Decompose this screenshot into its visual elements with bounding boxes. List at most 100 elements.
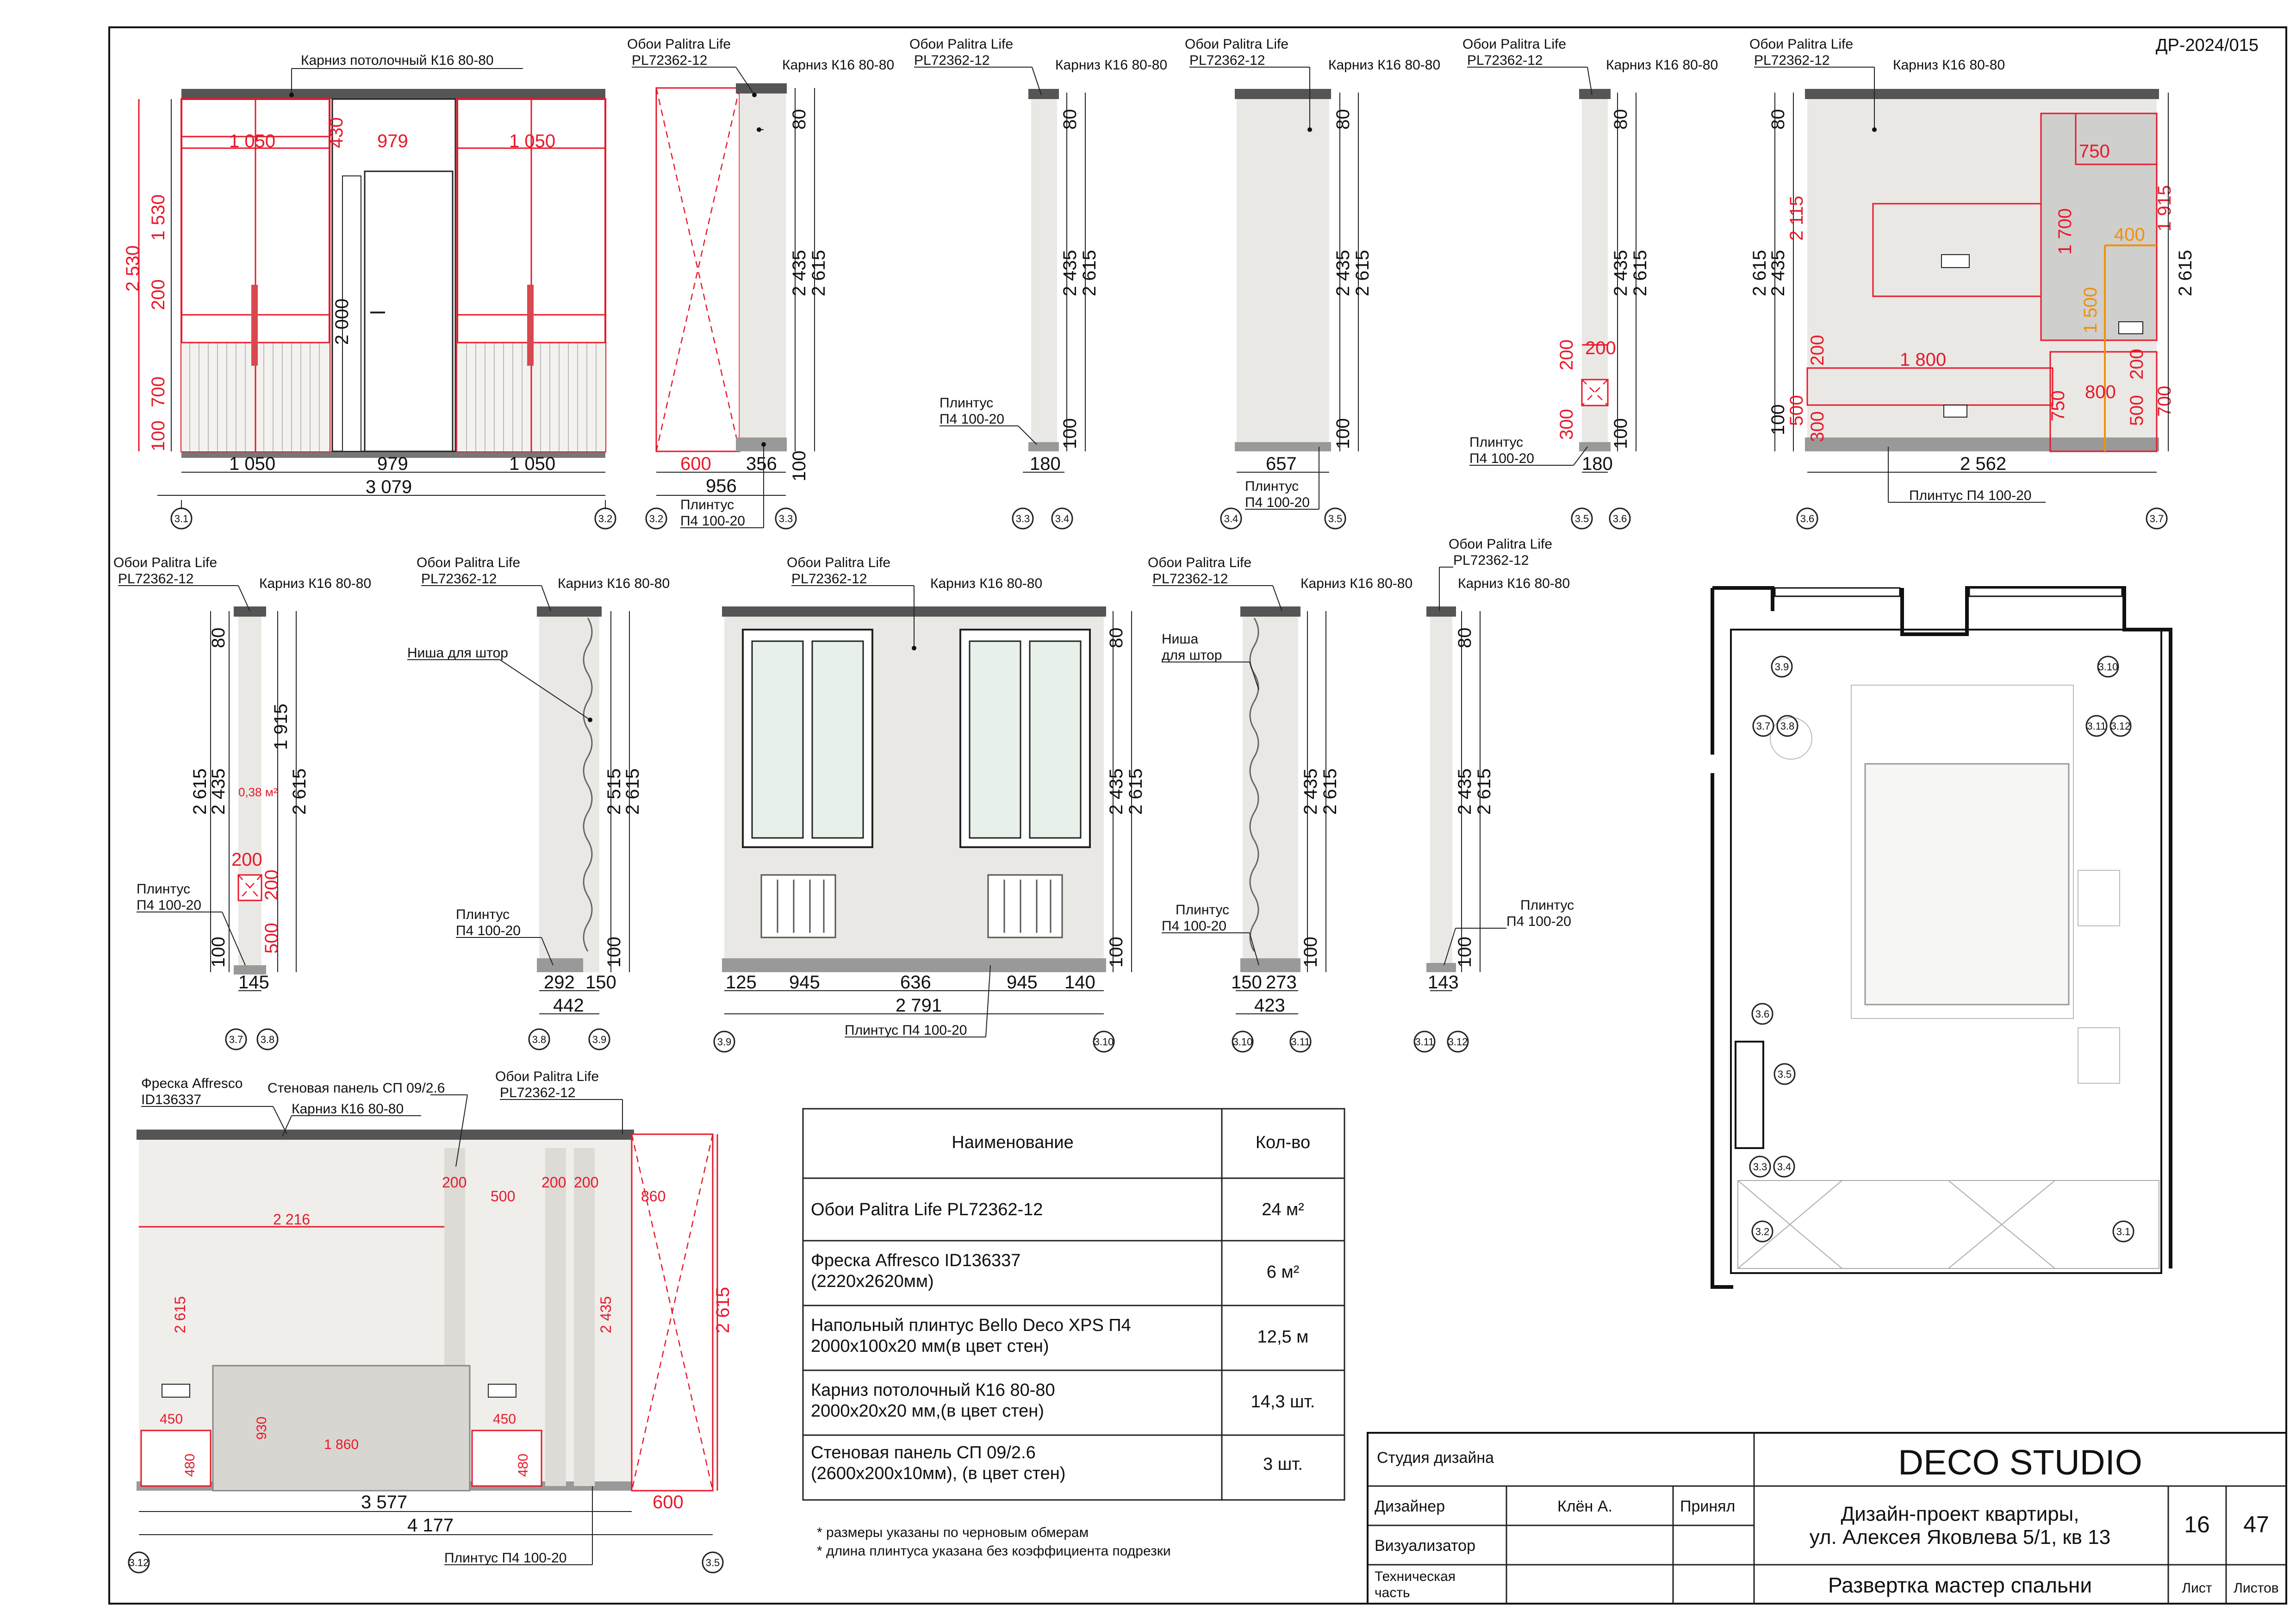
dim-12-480-b: 480 <box>516 1454 531 1477</box>
elevation-3-2-3-3: Обои Palitra Life PL72362-12 Карниз К16 … <box>627 37 894 530</box>
elevation-3-7-3-8: Обои Palitra Life PL72362-12 Карниз К16 … <box>113 555 371 1050</box>
dim-7-200-h: 200 <box>231 849 262 870</box>
label-wallpaper-2a: Обои Palitra Life <box>627 37 731 52</box>
label-cornice: Карниз потолочный К16 80-80 <box>301 53 494 68</box>
label-plinth-11b: П4 100-20 <box>1506 914 1571 929</box>
designer-name: Клён А. <box>1557 1498 1612 1515</box>
table-row-1-name: Обои Palitra Life PL72362-12 <box>811 1200 1043 1219</box>
label-wallpaper-11a: Обои Palitra Life <box>1449 537 1552 552</box>
dim-700: 700 <box>148 376 168 407</box>
dim-12-600: 600 <box>653 1492 684 1512</box>
dim-8-2515: 2 515 <box>604 768 624 815</box>
label-niche-10b: для штор <box>1162 648 1222 663</box>
table-row-3-name-2: 2000x100x20 мм(в цвет стен) <box>811 1337 1049 1356</box>
sheets-label: Листов <box>2234 1580 2278 1596</box>
label-niche-8: Ниша для штор <box>407 645 508 661</box>
dim-10-423: 423 <box>1254 995 1285 1016</box>
dim-11-2615: 2 615 <box>1474 768 1494 815</box>
label-wallpaper-10a: Обои Palitra Life <box>1148 555 1251 570</box>
label-panel: Стеновая панель СП 09/2.6 <box>268 1081 445 1096</box>
axis-3-10: 3.10 <box>1094 1036 1114 1048</box>
dim-5-2615: 2 615 <box>1630 250 1650 296</box>
dim-6-500-b: 500 <box>2127 395 2147 426</box>
axis-3-12: 3.12 <box>1448 1036 1468 1048</box>
dim-9-2791: 2 791 <box>896 995 942 1016</box>
curtain-niche <box>583 618 593 952</box>
table-row-3-name-1: Напольный плинтус Bello Deco XPS П4 <box>811 1316 1131 1335</box>
dim-11-100: 100 <box>1455 937 1475 968</box>
label-plinth-2b: П4 100-20 <box>680 513 745 529</box>
socket-right <box>488 1384 516 1398</box>
axis-3-4: 3.4 <box>1055 513 1070 525</box>
title-block: Студия дизайна DECO STUDIO Дизайнер Клён… <box>1367 1432 2287 1605</box>
tech-label-2: часть <box>1375 1585 1410 1600</box>
table-row-2-qty: 6 м² <box>1267 1262 1299 1282</box>
dim-5-300: 300 <box>1556 409 1577 440</box>
plan-axis-3-12: 3.12 <box>2111 720 2131 732</box>
dim-12-200-c: 200 <box>574 1174 598 1191</box>
dim-2-356: 356 <box>746 454 777 474</box>
dim-2-956: 956 <box>706 476 737 496</box>
label-wallpaper-9b: PL72362-12 <box>791 571 867 587</box>
label-plinth-4b: П4 100-20 <box>1245 495 1310 510</box>
table-header-qty: Кол-во <box>1256 1133 1310 1152</box>
label-cornice-5: Карниз К16 80-80 <box>1606 57 1718 73</box>
plan-axis-3-11: 3.11 <box>2087 720 2106 732</box>
dim-10-150: 150 <box>1231 972 1262 993</box>
elevation-3-3-3-4: Обои Palitra Life PL72362-12 Карниз К16 … <box>909 37 1167 530</box>
dim-6-1800: 1 800 <box>1900 350 1946 370</box>
axis-3-2-b: 3.2 <box>649 513 664 525</box>
label-cornice-8: Карниз К16 80-80 <box>558 576 670 591</box>
axis-3-5: 3.5 <box>1328 513 1343 525</box>
label-plinth-10b: П4 100-20 <box>1162 918 1226 934</box>
table-row-4-qty: 14,3 шт. <box>1251 1392 1315 1412</box>
radiator-right <box>987 874 1063 938</box>
label-plinth-10a: Плинтус <box>1176 902 1229 918</box>
dim-979-top: 979 <box>377 131 408 151</box>
dim-3-100: 100 <box>1060 418 1080 449</box>
axis-3-11: 3.11 <box>1291 1036 1310 1048</box>
dim-12-450-b: 450 <box>493 1412 516 1427</box>
dim-4-2435: 2 435 <box>1333 250 1353 296</box>
plan-axis-3-3: 3.3 <box>1753 1161 1767 1173</box>
sheet-name: Развертка мастер спальни <box>1828 1573 2092 1597</box>
label-plinth-11a: Плинтус <box>1520 898 1574 913</box>
dim-7-2615: 2 615 <box>190 768 210 815</box>
dim-12-1860: 1 860 <box>324 1437 359 1452</box>
dim-979-bottom: 979 <box>377 454 408 474</box>
dim-8-100: 100 <box>604 937 624 968</box>
dim-12-500: 500 <box>491 1188 515 1205</box>
label-wallpaper-3b: PL72362-12 <box>914 53 989 68</box>
label-wallpaper-9a: Обои Palitra Life <box>787 555 890 570</box>
elevation-3-6-3-7: 400 1 500 Обои Palitra Life PL72362-12 К… <box>1749 37 2196 530</box>
elevation-3-10-3-11: Обои Palitra Life PL72362-12 Карниз К16 … <box>1148 555 1412 1053</box>
dim-8-150: 150 <box>585 972 616 993</box>
sheet-label: Лист <box>2182 1580 2212 1596</box>
label-plinth-5a: Плинтус <box>1469 435 1523 450</box>
table-row-5-qty: 3 шт. <box>1263 1455 1303 1474</box>
table-row-4-name-2: 2000x20x20 мм,(в цвет стен) <box>811 1401 1044 1421</box>
dim-6-800: 800 <box>2085 382 2116 402</box>
dim-7-2435: 2 435 <box>208 768 229 815</box>
elevation-3-1-3-2: Карниз потолочный К16 80-80 1 050 979 1 … <box>123 53 616 530</box>
dim-12-480-a: 480 <box>182 1454 198 1477</box>
dim-8-292: 292 <box>544 972 575 993</box>
label-plinth-8a: Плинтус <box>456 907 510 922</box>
dim-8-2615: 2 615 <box>622 768 643 815</box>
dim-7-100: 100 <box>208 937 229 968</box>
nightstand-left <box>140 1430 212 1487</box>
label-area: 0,38 м² <box>238 785 278 799</box>
table-row-2-name-1: Фреска Affresco ID136337 <box>811 1251 1020 1270</box>
label-plinth-6: Плинтус П4 100-20 <box>1909 488 2031 503</box>
dim-2-80: 80 <box>789 109 809 130</box>
socket-left <box>162 1384 190 1398</box>
axis-3-4-b: 3.4 <box>1224 513 1238 525</box>
table-row-2-name-2: (2220x2620мм) <box>811 1272 934 1291</box>
dim-11-80: 80 <box>1455 628 1475 649</box>
label-plinth-4a: Плинтус <box>1245 479 1299 494</box>
dim-7-80: 80 <box>208 628 229 649</box>
dim-7-200-v: 200 <box>261 869 282 900</box>
label-cornice-4: Карниз К16 80-80 <box>1328 57 1440 73</box>
table-row-1-qty: 24 м² <box>1262 1200 1304 1219</box>
label-wallpaper-4a: Обои Palitra Life <box>1185 37 1288 52</box>
